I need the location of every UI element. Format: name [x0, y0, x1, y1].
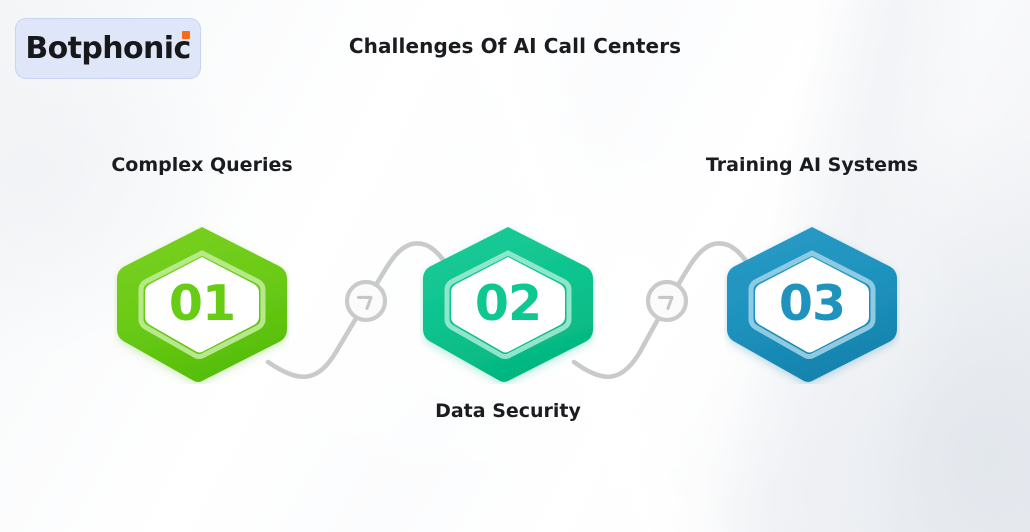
hexagon-inner-02 — [451, 257, 565, 353]
hexagon-badge-01 — [117, 227, 287, 382]
step-number-01: 01 — [168, 274, 236, 332]
step-label-02: Data Security — [435, 400, 581, 422]
brand-logo-badge[interactable]: Botphonic — [15, 18, 201, 79]
hexagon-badge-02 — [423, 227, 593, 382]
step-label-01: Complex Queries — [111, 154, 293, 176]
step-item-02[interactable]: Data Security 02 — [420, 224, 596, 422]
step-item-03[interactable]: Training AI Systems 03 — [706, 154, 918, 384]
step-number-03: 03 — [778, 274, 846, 332]
brand-name-text: Botphonic — [25, 30, 191, 66]
brand-wordmark: Botphonic — [25, 30, 191, 66]
connector-2 — [571, 241, 761, 379]
hexagon-inner-01 — [145, 257, 259, 353]
step-label-03: Training AI Systems — [705, 154, 919, 176]
step-number-02: 02 — [474, 274, 542, 332]
brand-accent-dot-icon — [181, 30, 190, 39]
hexagon-ring-01 — [138, 250, 266, 359]
step-item-01[interactable]: Complex Queries 01 — [111, 154, 293, 384]
connector-marker-circle-1 — [344, 279, 388, 323]
hexagon-badge-03 — [727, 227, 897, 382]
hexagon-ring-02 — [444, 250, 572, 359]
hexagon-ring-03 — [748, 250, 876, 359]
connector-1 — [265, 241, 459, 379]
connector-marker-circle-2 — [645, 279, 689, 323]
page-title: Challenges Of AI Call Centers — [348, 34, 682, 58]
corner-arrow-icon-1 — [356, 295, 373, 310]
hexagon-inner-03 — [755, 257, 869, 353]
corner-arrow-icon-2 — [657, 295, 674, 310]
